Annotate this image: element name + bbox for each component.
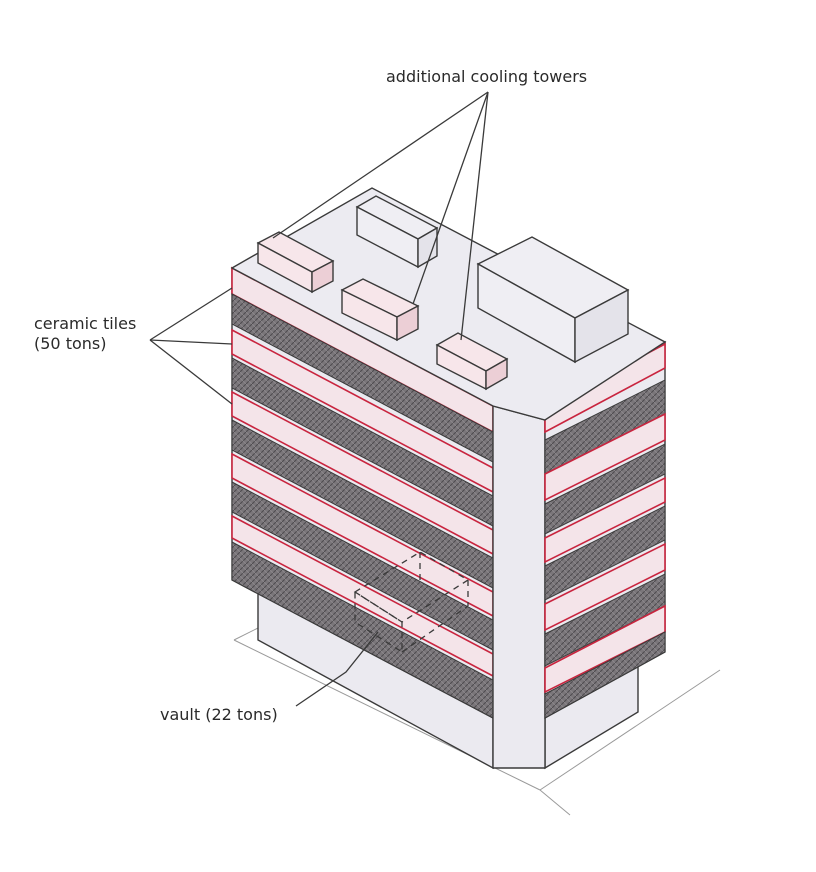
cooling-tower-center [340, 278, 420, 342]
tile-band [544, 542, 666, 632]
cooling-tower-front [435, 332, 509, 391]
cooling-tower-left [256, 231, 335, 294]
roof-box-large [476, 236, 630, 364]
roof-equipment [256, 195, 630, 391]
label-ceramic-tiles: ceramic tiles (50 tons) [34, 314, 136, 354]
dark-band [544, 443, 666, 535]
roof-box-back [355, 195, 439, 269]
corner-pilaster [492, 405, 546, 769]
tile-band [544, 476, 666, 564]
right-facade-bands [544, 342, 666, 719]
label-ceramic-tiles-line1: ceramic tiles [34, 314, 137, 333]
ceramic-tiles-leaders [149, 287, 233, 405]
dark-band [544, 505, 666, 601]
left-facade-bands [231, 266, 494, 719]
label-ceramic-tiles-line2: (50 tons) [34, 334, 107, 353]
cooling-towers-leaders [272, 91, 489, 341]
vault-leader [295, 631, 379, 707]
label-vault: vault (22 tons) [160, 705, 278, 724]
vault-outline [353, 551, 470, 654]
roof [230, 187, 667, 421]
tile-band [544, 412, 666, 502]
label-cooling-towers: additional cooling towers [386, 67, 588, 86]
dark-band [544, 631, 666, 719]
